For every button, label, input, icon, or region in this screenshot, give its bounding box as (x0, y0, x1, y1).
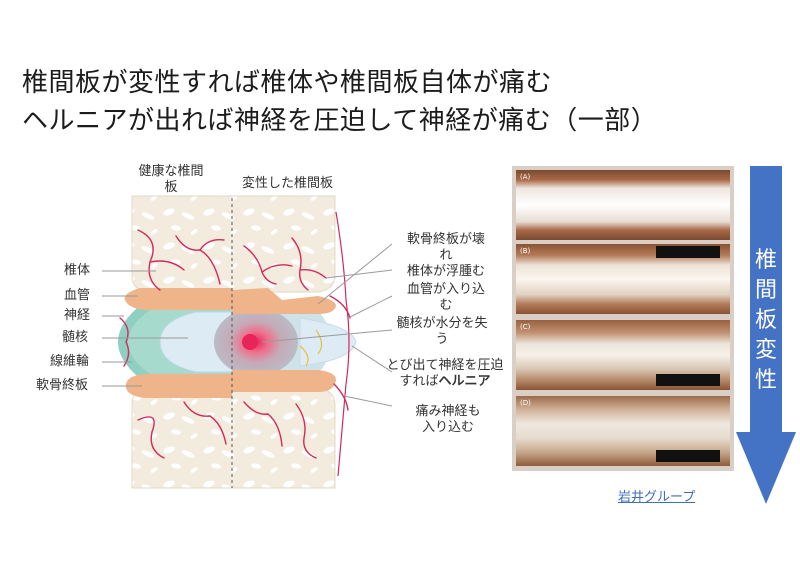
label-nucleus: 髄核 (62, 330, 89, 345)
endplate-broken-line1: 軟骨終板が壊 (406, 232, 485, 247)
healthy-heading-line2: 板 (164, 180, 178, 195)
pain-nerve-line2: 入り込む (421, 420, 474, 435)
label-endplate-broken: 軟骨終板が壊 れ (390, 232, 502, 264)
redaction-bar-b (656, 246, 720, 258)
water-loss-line2: う (435, 332, 449, 347)
specimen-panel-b: (B) (516, 244, 730, 314)
upper-vertebral-body (131, 195, 336, 293)
panel-letter-c: (C) (520, 323, 531, 331)
title-line-2: ヘルニアが出れば神経を圧迫して神経が痛む（一部） (22, 106, 658, 136)
label-vessels-enter: 血管が入り込 む (390, 282, 502, 314)
right-leader-lines (261, 243, 393, 407)
nucleus-pulposus-healthy (159, 311, 233, 373)
label-herniation: とび出て神経を圧迫 すればヘルニア (380, 358, 510, 390)
arrow-shape (736, 166, 796, 504)
herniation-line1: とび出て神経を圧迫 (386, 358, 504, 373)
specimen-panel-d: (D) (516, 396, 730, 466)
healthy-heading-line1: 健康な椎間 (138, 164, 204, 179)
specimen-panel-c: (C) (516, 320, 730, 390)
panel-letter-a: (A) (520, 173, 531, 181)
posterior-nerve-root (335, 211, 350, 477)
left-leader-lines (102, 270, 188, 387)
vessels-enter-line1: 血管が入り込 (406, 282, 485, 297)
healthy-disc-heading: 健康な椎間 板 (126, 164, 216, 196)
label-blood-vessel: 血管 (64, 288, 91, 303)
endplate-lower-left (125, 374, 232, 398)
panel-letter-b: (B) (520, 247, 531, 255)
degeneration-arrow (736, 166, 796, 504)
herniation-line2: すればヘルニア (380, 374, 510, 390)
arrow-label: 椎 間 板 変 性 (752, 246, 780, 396)
blood-vessels (119, 229, 351, 459)
herniation-prefix: すれば (399, 374, 439, 389)
specimen-panel-a: (A) (516, 170, 730, 240)
title-line-1: 椎間板が変性すれば椎体や椎間板自体が痛む (22, 68, 553, 98)
pain-nerve-line1: 痛み神経も (415, 404, 481, 419)
arrow-char-5: 性 (754, 368, 777, 393)
credit-link[interactable]: 岩井グループ (618, 490, 696, 505)
arrow-char-2: 間 (754, 278, 777, 303)
herniation-term: ヘルニア (438, 374, 491, 389)
label-vertebral-body: 椎体 (64, 263, 91, 278)
arrow-char-4: 変 (754, 338, 777, 363)
vessels-enter-line2: む (439, 298, 453, 313)
label-pain-nerve: 痛み神経も 入り込む (392, 404, 504, 436)
label-annulus: 線維輪 (50, 354, 90, 369)
arrow-char-1: 椎 (754, 248, 777, 273)
degenerated-disc-heading: 変性した椎間板 (242, 176, 334, 191)
slide-title: 椎間板が変性すれば椎体や椎間板自体が痛む ヘルニアが出れば神経を圧迫して神経が痛… (22, 64, 657, 140)
redaction-bar-d (656, 450, 720, 462)
redaction-bar-c (656, 374, 720, 386)
endplate-broken-line2: れ (439, 248, 453, 263)
panel-letter-d: (D) (520, 399, 531, 407)
label-vertebra-edema: 椎体が浮腫む (406, 264, 485, 279)
label-nucleus-water-loss: 髄核が水分を失 う (386, 316, 498, 348)
disc-specimen-photos: (A) (B) (C) (D) (512, 166, 734, 471)
label-nerve: 神経 (64, 308, 91, 323)
herniation-protrusion (299, 317, 357, 367)
label-endplate: 軟骨終板 (36, 378, 89, 393)
endplate-upper-right (232, 288, 336, 314)
endplate-upper-left (124, 288, 232, 310)
pain-nerves (299, 329, 323, 367)
water-loss-line1: 髄核が水分を失 (396, 316, 488, 331)
endplate-lower-right (232, 370, 336, 392)
arrow-char-3: 板 (754, 308, 777, 333)
